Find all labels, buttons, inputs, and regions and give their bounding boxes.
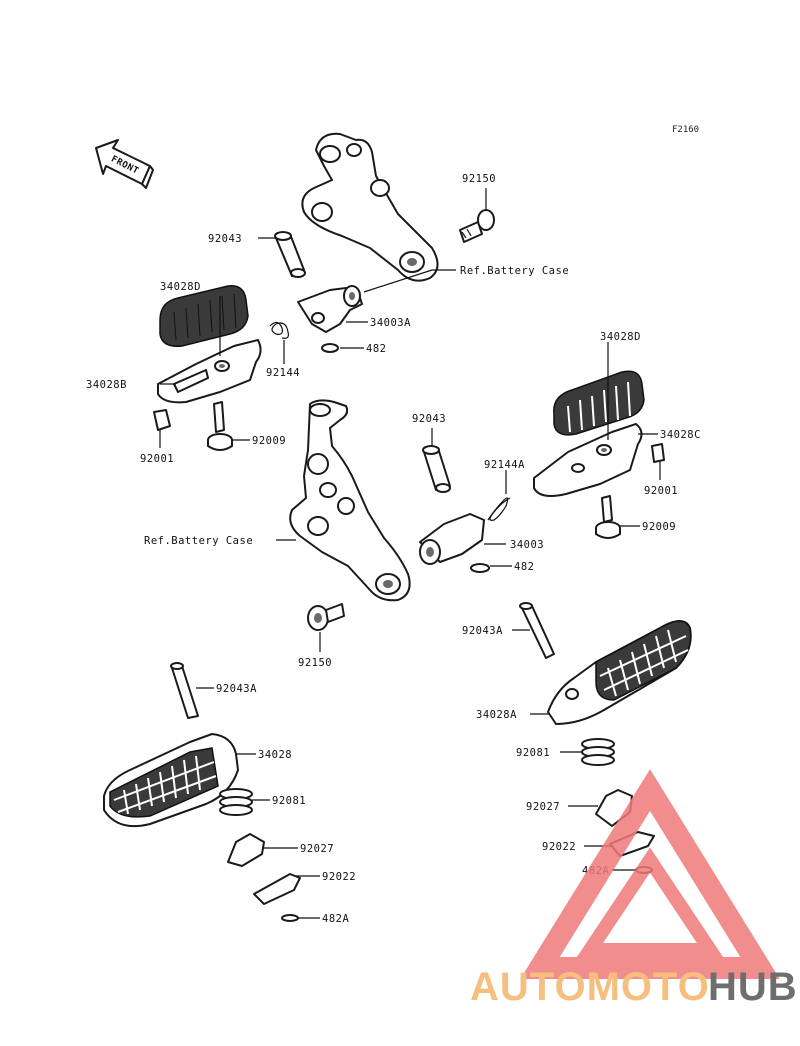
watermark-triangle-icon [520,769,780,979]
spring-92144A [487,497,511,521]
label-92009-right: 92009 [642,521,676,533]
label-34028A: 34028A [476,709,517,721]
spring-92081-right [581,738,615,766]
figure-id: F2160 [672,125,699,135]
label-92043-top: 92043 [208,233,242,245]
label-34028B: 34028B [86,379,127,391]
label-34028D-right: 34028D [600,331,641,343]
plate-92022-left [253,873,301,905]
circlip-482-mid [470,563,490,573]
peg-34028 [103,733,239,828]
label-34028D-left: 34028D [160,281,201,293]
bolt-92001-left [153,409,171,431]
pin-92043A-right [519,602,555,659]
label-92043A-right: 92043A [462,625,503,637]
label-34003A: 34003A [370,317,411,329]
label-92081-left: 92081 [272,795,306,807]
bolt-92150-top [459,209,495,243]
label-92144A: 92144A [484,459,525,471]
label-92150-mid: 92150 [298,657,332,669]
label-ref-battery-mid: Ref.Battery Case [144,535,253,547]
label-482-mid: 482 [514,561,534,573]
upper-footrest-bracket [301,132,439,282]
clip-482A-left [281,914,299,922]
label-ref-battery-top: Ref.Battery Case [460,265,569,277]
label-482A-left: 482A [322,913,349,925]
peg-rubber-34028D-right [553,370,645,436]
spring-92144 [269,321,289,339]
label-92027-left: 92027 [300,843,334,855]
spring-92081-left [219,788,253,816]
bolt-92009-right [595,495,621,539]
label-92043A-left: 92043A [216,683,257,695]
watermark-text-hub: HUB [708,965,798,1009]
peg-34028C [533,423,643,497]
label-92001-right: 92001 [644,485,678,497]
label-92144: 92144 [266,367,300,379]
label-92027-right: 92027 [526,801,560,813]
part-labels: 92150 92043 Ref.Battery Case 34028D 3400… [86,173,701,925]
peg-rubber-34028D-left [159,285,249,347]
label-92009-left: 92009 [252,435,286,447]
bolt-92001-right [651,443,665,463]
bolt-92150-mid [307,603,345,631]
label-92150-top: 92150 [462,173,496,185]
holder-34003A [297,285,363,333]
pin-92043A-left [170,662,199,719]
label-92081-right: 92081 [516,747,550,759]
label-34028C: 34028C [660,429,701,441]
holder-34003 [419,513,485,565]
label-92001-left: 92001 [140,453,174,465]
peg-34028B [157,339,262,404]
lower-footrest-bracket [289,399,411,602]
label-34028: 34028 [258,749,292,761]
label-92022-right: 92022 [542,841,576,853]
label-92043-mid: 92043 [412,413,446,425]
holder-92027-left [227,833,265,867]
watermark-text-automoto: AUTOMOTO [470,965,710,1009]
circlip-482-top [321,343,339,353]
label-482-top: 482 [366,343,386,355]
bolt-92009-left [207,401,233,451]
leader-lines [159,188,661,919]
pin-92043-top [274,231,306,278]
pin-92043-mid [422,445,451,493]
label-34003: 34003 [510,539,544,551]
peg-34028A [547,620,692,725]
watermark: AUTOMOTO HUB [470,769,798,1009]
label-92022-left: 92022 [322,871,356,883]
front-arrow-icon: FRONT [95,139,154,189]
